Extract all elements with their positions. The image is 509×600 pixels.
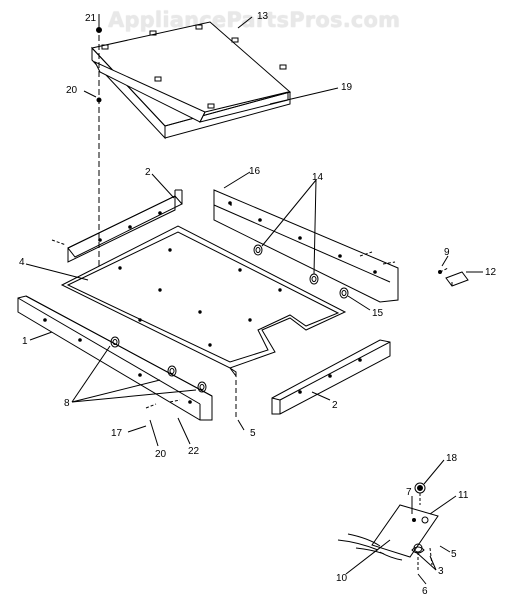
callout-2-left: 2 [145, 167, 151, 178]
callout-8: 8 [64, 398, 70, 409]
callout-15: 15 [372, 308, 384, 319]
callout-12: 12 [485, 267, 497, 278]
callout-13: 13 [257, 11, 269, 22]
callout-17: 17 [111, 428, 123, 439]
callout-20-lower: 20 [155, 449, 167, 460]
front-rail-part-1 [17, 295, 213, 421]
callout-22: 22 [188, 446, 200, 457]
screw-part-21 [96, 14, 102, 290]
left-rail-part-2 [51, 189, 183, 263]
callout-7: 7 [406, 487, 412, 498]
base-pan-part-4 [60, 225, 347, 420]
leader-lines [25, 16, 483, 585]
callout-2-right: 2 [332, 400, 338, 411]
top-panel-part-13 [91, 21, 292, 140]
callout-1: 1 [22, 336, 28, 347]
right-front-rail-part-2 [271, 339, 391, 415]
callout-9: 9 [444, 247, 450, 258]
callout-14: 14 [312, 172, 324, 183]
callout-5-lower: 5 [451, 549, 457, 560]
clip-part-12 [445, 271, 469, 287]
callout-3: 3 [438, 566, 444, 577]
callout-19: 19 [341, 82, 353, 93]
callout-21: 21 [85, 13, 97, 24]
watermark-logo: AppliancePartsPros.com [108, 8, 401, 32]
callout-11: 11 [458, 490, 469, 501]
callout-10: 10 [336, 573, 348, 584]
grommet-part-15 [339, 287, 349, 299]
callout-4: 4 [19, 257, 25, 268]
screw-part-9 [438, 267, 449, 274]
callout-16: 16 [249, 166, 261, 177]
right-rail-part-16 [213, 189, 399, 303]
callout-labels: 21 13 20 19 2 16 14 4 9 12 1 15 8 2 17 2… [19, 11, 497, 597]
callout-20: 20 [66, 85, 78, 96]
callout-6: 6 [422, 586, 428, 597]
callout-18: 18 [446, 453, 458, 464]
callout-5: 5 [250, 428, 256, 439]
bracket-assembly [337, 482, 439, 572]
grommet-part-14 [253, 244, 319, 285]
